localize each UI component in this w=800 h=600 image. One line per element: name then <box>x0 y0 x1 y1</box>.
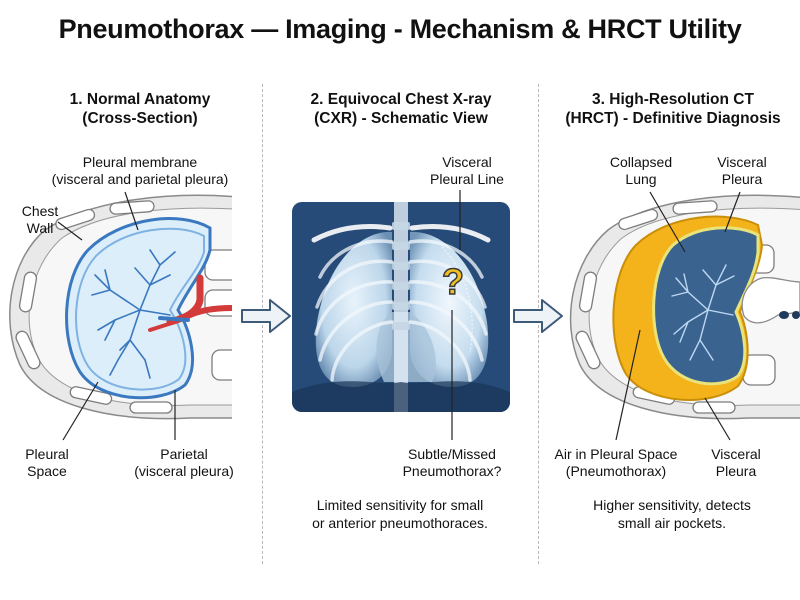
panel-divider-2 <box>538 84 539 564</box>
label-air-line1: Air in Pleural Space <box>554 446 678 462</box>
panel-2-heading-line2: (CXR) - Schematic View <box>314 110 488 127</box>
bronchial-tree <box>91 249 176 379</box>
label-chest-wall: Chest Wall <box>8 203 72 237</box>
panel-2-caption-line2: or anterior pneumothoraces. <box>312 515 488 531</box>
label-collapsed-lung: Collapsed Lung <box>596 154 686 188</box>
chest-xray-image <box>292 202 510 412</box>
arrow-right-icon-2 <box>513 299 563 333</box>
label-collapsed-lung-line1: Collapsed <box>609 154 673 170</box>
arrow-right-icon <box>241 299 291 333</box>
label-visceral-pleura-bottom-line1: Visceral <box>711 446 761 462</box>
label-pleural-membrane-line1: Pleural membrane <box>82 154 198 170</box>
label-visceral-pleural-line-line1: Visceral <box>442 154 492 170</box>
label-collapsed-lung-line2: Lung <box>625 171 657 187</box>
label-visceral-pleura-bottom: Visceral Pleura <box>694 446 778 480</box>
label-subtle-missed-pneumothorax: Subtle/Missed Pneumothorax? <box>390 446 514 480</box>
label-visceral-pleura-top-line1: Visceral <box>717 154 767 170</box>
panel-divider-1 <box>262 84 263 564</box>
label-pleural-membrane-line2: (visceral and parietal pleura) <box>51 171 229 187</box>
label-parietal-line1: Parietal <box>160 446 208 462</box>
panel-3-caption: Higher sensitivity, detects small air po… <box>556 496 788 532</box>
label-air-line2: (Pneumothorax) <box>565 463 667 479</box>
label-air-in-pleural-space: Air in Pleural Space (Pneumothorax) <box>544 446 688 480</box>
panel-1-heading: 1. Normal Anatomy (Cross-Section) <box>30 90 250 128</box>
panel-2-caption-line1: Limited sensitivity for small <box>316 497 484 513</box>
panel-3-heading-line1: 3. High-Resolution CT <box>592 91 754 108</box>
pulmonary-vein <box>186 305 232 319</box>
panel-1-heading-line2: (Cross-Section) <box>82 110 198 127</box>
label-parietal: Parietal (visceral pleura) <box>110 446 258 480</box>
panel-3-heading: 3. High-Resolution CT (HRCT) - Definitiv… <box>548 90 798 128</box>
page-title: Pneumothorax — Imaging - Mechanism & HRC… <box>58 14 742 44</box>
panel-1-heading-line1: 1. Normal Anatomy <box>69 91 211 108</box>
normal-anatomy-illustration <box>9 194 232 420</box>
question-mark-icon: ? <box>441 261 465 303</box>
hrct-illustration <box>569 194 800 420</box>
label-subtle-line1: Subtle/Missed <box>408 446 496 462</box>
label-chest-wall-line2: Wall <box>26 220 54 236</box>
label-pleural-space: Pleural Space <box>12 446 82 480</box>
panel-3-caption-line2: small air pockets. <box>617 515 727 531</box>
panel-3-heading-line2: (HRCT) - Definitive Diagnosis <box>565 110 781 127</box>
label-visceral-pleural-line: Visceral Pleural Line <box>412 154 522 188</box>
xray-left-lung <box>315 231 392 387</box>
panel-2-heading-line1: 2. Equivocal Chest X-ray <box>310 91 492 108</box>
label-visceral-pleural-line-line2: Pleural Line <box>430 171 504 187</box>
label-chest-wall-line1: Chest <box>21 203 59 219</box>
label-pleural-space-line1: Pleural <box>25 446 69 462</box>
label-pleural-membrane: Pleural membrane (visceral and parietal … <box>20 154 260 188</box>
label-visceral-pleura-bottom-line2: Pleura <box>715 463 757 479</box>
label-parietal-line2: (visceral pleura) <box>134 463 234 479</box>
label-subtle-line2: Pneumothorax? <box>402 463 502 479</box>
panel-2-caption: Limited sensitivity for small or anterio… <box>280 496 520 532</box>
label-visceral-pleura-top: Visceral Pleura <box>700 154 784 188</box>
panel-3-caption-line1: Higher sensitivity, detects <box>593 497 751 513</box>
panel-2-heading: 2. Equivocal Chest X-ray (CXR) - Schemat… <box>272 90 530 128</box>
label-pleural-space-line2: Space <box>27 463 67 479</box>
label-visceral-pleura-top-line2: Pleura <box>721 171 763 187</box>
